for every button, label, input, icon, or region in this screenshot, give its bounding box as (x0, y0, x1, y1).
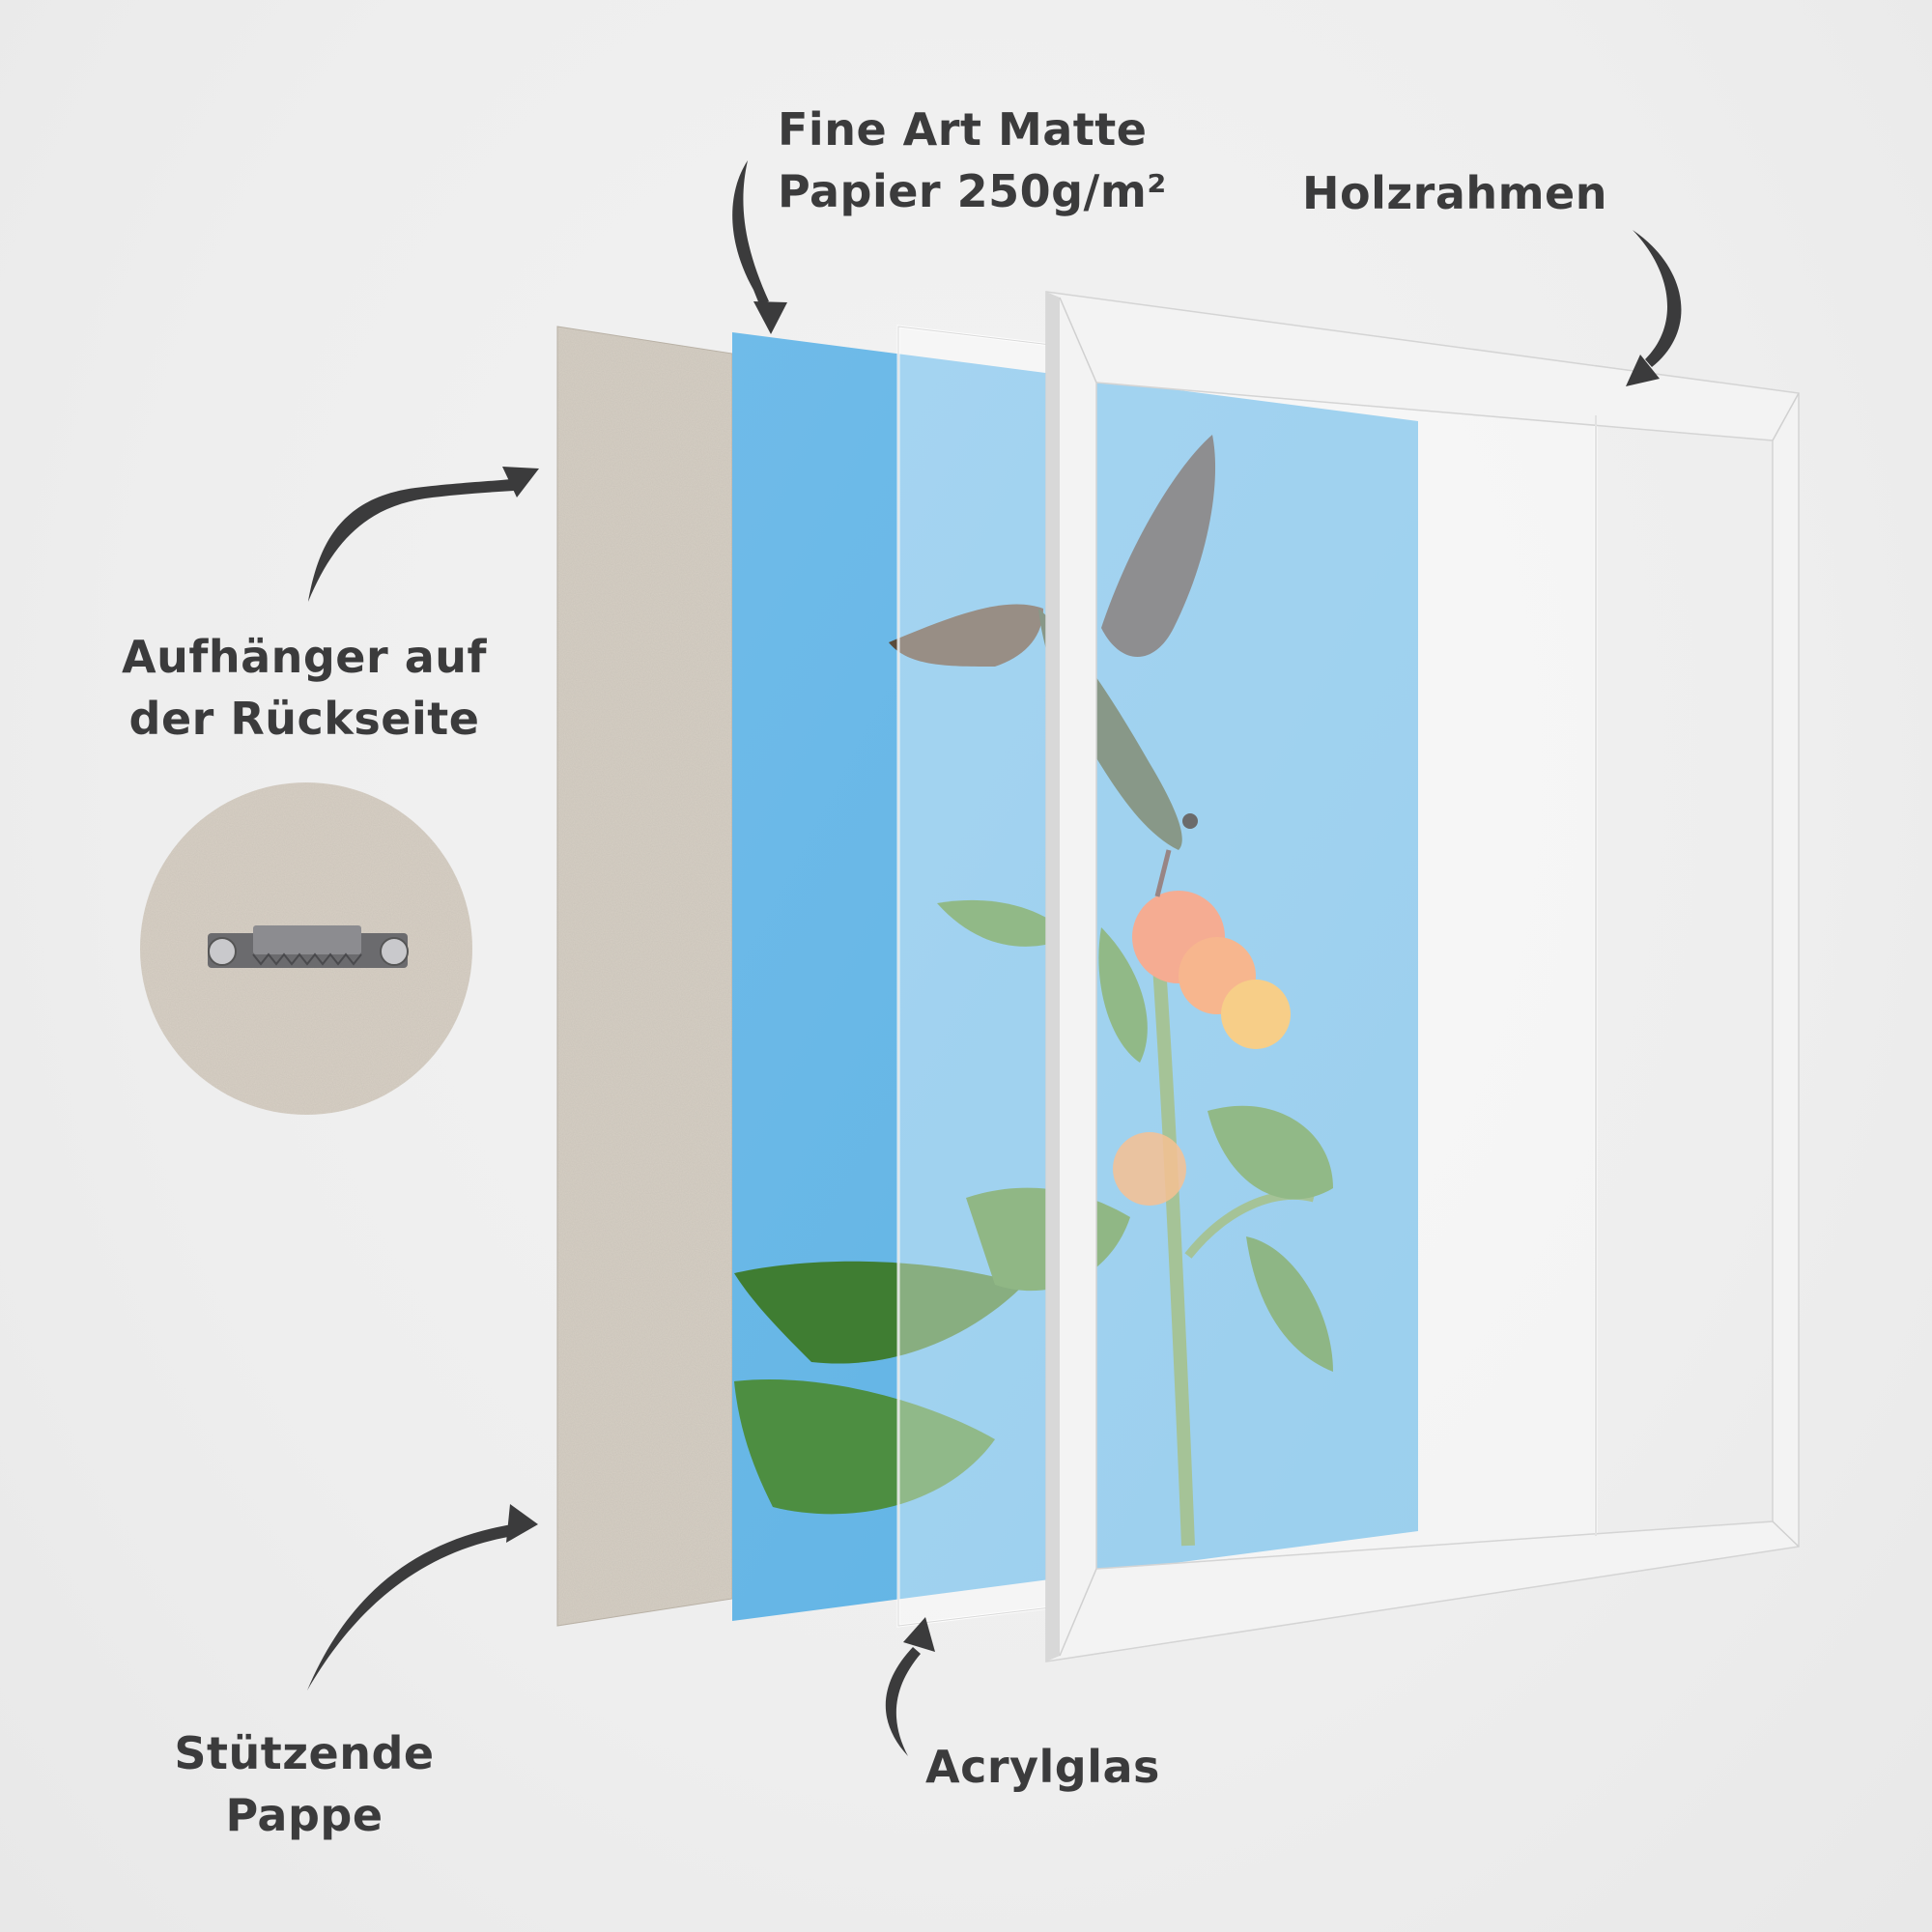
arrow-paper-icon (732, 160, 787, 334)
label-backing: Stützende Pappe (150, 1722, 459, 1846)
backing-board (556, 326, 733, 1627)
sawtooth-hanger-icon (208, 925, 409, 968)
label-acrylic: Acrylglas (925, 1741, 1160, 1793)
label-paper-line1: Fine Art Matte (778, 103, 1148, 156)
arrow-acrylic-icon (885, 1617, 935, 1756)
arrow-hanger-icon (308, 467, 539, 602)
label-backing-line2: Pappe (225, 1789, 384, 1841)
label-hanger-line1: Aufhänger auf (121, 631, 488, 683)
label-paper: Fine Art Matte Papier 250g/m² (778, 99, 1167, 222)
label-frame: Holzrahmen (1302, 167, 1607, 219)
wooden-frame (1045, 291, 1800, 1662)
art-print (732, 332, 1418, 1621)
hanger-detail-inset (140, 782, 472, 1115)
label-backing-line1: Stützende (174, 1727, 435, 1779)
arrow-backing-icon (307, 1504, 538, 1690)
label-hanger: Aufhänger auf der Rückseite (106, 626, 502, 750)
label-hanger-line2: der Rückseite (128, 693, 480, 745)
arrow-frame-icon (1626, 230, 1682, 386)
callout-arrows (307, 160, 1682, 1756)
label-paper-line2: Papier 250g/m² (778, 165, 1167, 217)
